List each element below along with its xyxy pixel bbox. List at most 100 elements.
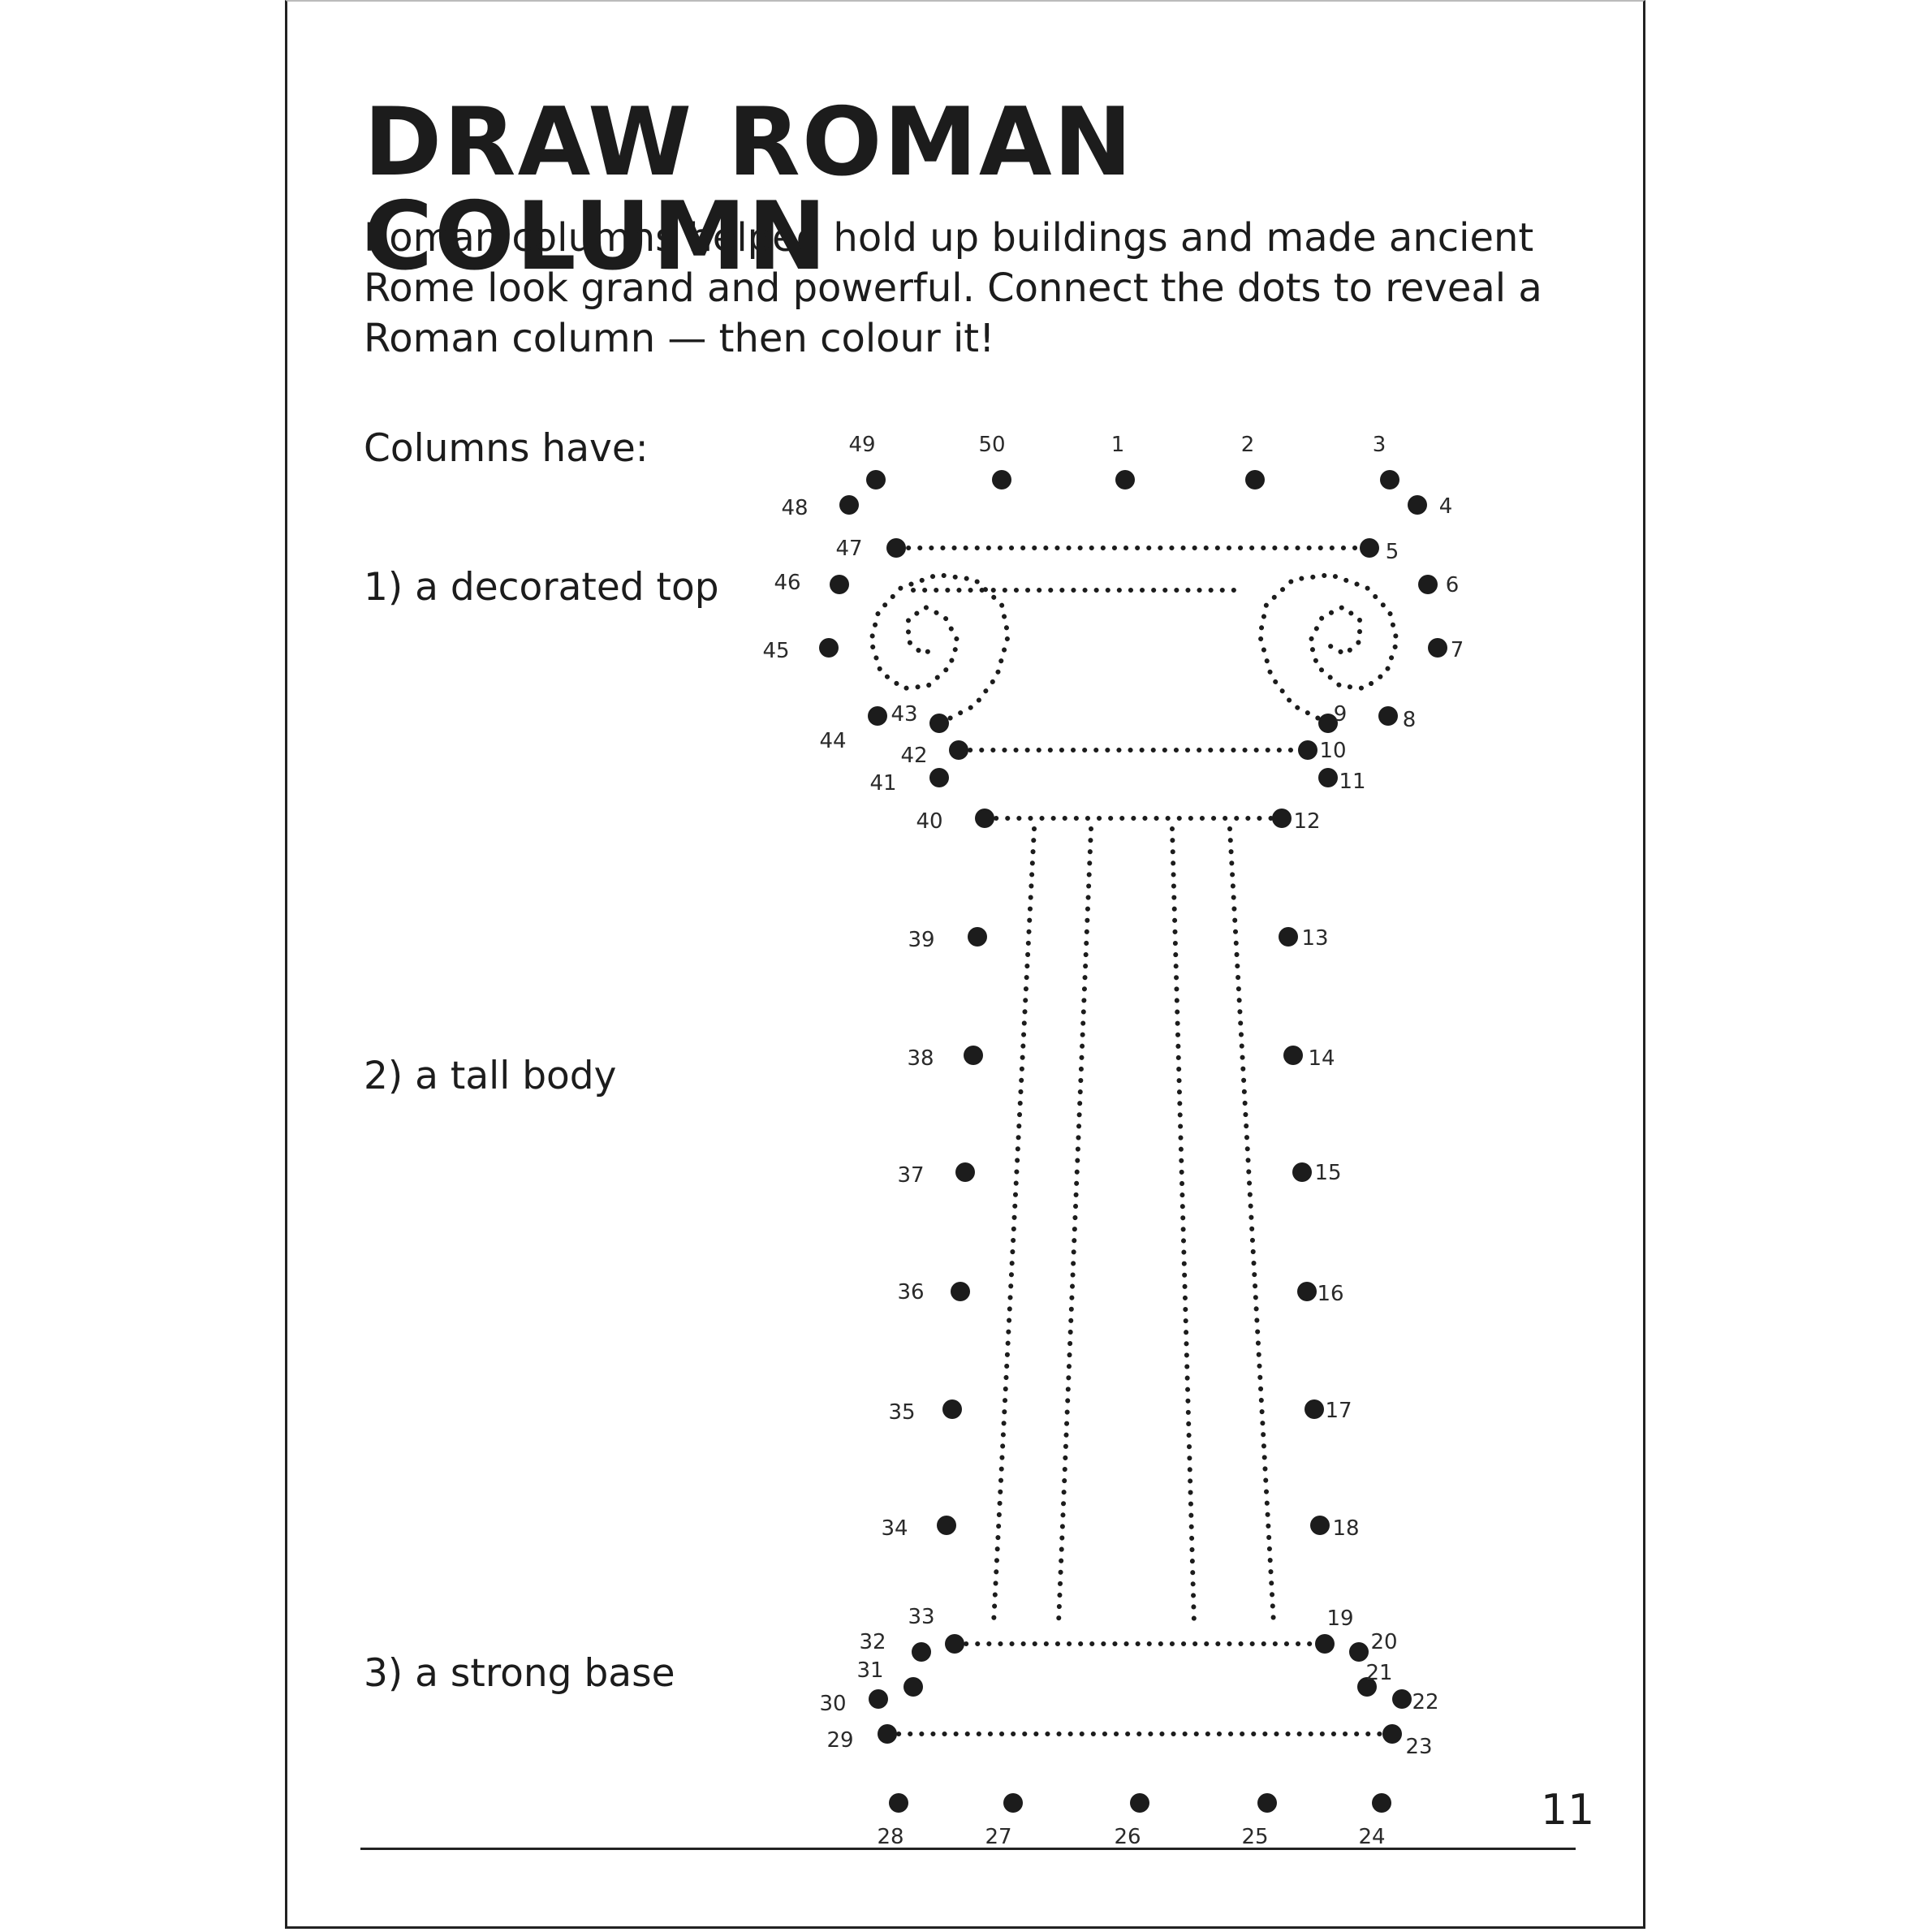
dot-42	[949, 740, 968, 760]
dot-number-21: 21	[1365, 1661, 1392, 1685]
dot-23	[1382, 1724, 1402, 1744]
dot-7	[1428, 638, 1447, 658]
dot-number-45: 45	[762, 639, 789, 663]
guide-line-6	[1056, 826, 1093, 1626]
page-title: DRAW ROMAN COLUMN	[364, 88, 1134, 291]
dot-22	[1392, 1689, 1412, 1709]
dot-9	[1318, 714, 1338, 733]
feature-decorated-top: 1) a decorated top	[364, 565, 719, 610]
dot-number-19: 19	[1326, 1606, 1353, 1631]
dot-2	[1245, 470, 1265, 489]
dot-50	[992, 470, 1011, 489]
dot-15	[1292, 1162, 1312, 1182]
dot-number-39: 39	[908, 928, 934, 952]
dot-number-40: 40	[916, 809, 942, 834]
dot-number-43: 43	[891, 702, 917, 727]
dot-number-17: 17	[1325, 1399, 1352, 1423]
dot-17	[1305, 1399, 1324, 1419]
dot-10	[1298, 740, 1317, 760]
dot-number-6: 6	[1446, 573, 1460, 597]
feature-tall-body: 2) a tall body	[364, 1054, 617, 1098]
dot-number-25: 25	[1241, 1825, 1268, 1849]
intro-paragraph: Roman columns helped hold up buildings a…	[364, 215, 1542, 361]
dot-number-14: 14	[1308, 1046, 1335, 1071]
dot-number-18: 18	[1332, 1516, 1359, 1541]
dot-number-11: 11	[1339, 770, 1365, 794]
dot-number-4: 4	[1439, 494, 1453, 519]
dot-number-10: 10	[1319, 739, 1346, 763]
dot-number-34: 34	[881, 1516, 908, 1541]
dot-number-8: 8	[1403, 708, 1417, 732]
dot-number-9: 9	[1334, 702, 1348, 727]
dot-48	[839, 495, 859, 515]
dot-number-16: 16	[1317, 1282, 1343, 1306]
dot-number-33: 33	[908, 1605, 934, 1629]
dot-40	[975, 809, 994, 828]
guide-line-5	[991, 826, 1037, 1626]
dot-number-5: 5	[1386, 540, 1399, 564]
dot-28	[889, 1793, 908, 1813]
dot-number-13: 13	[1301, 926, 1328, 951]
dot-number-26: 26	[1114, 1825, 1141, 1849]
dot-number-49: 49	[848, 433, 875, 457]
dot-number-29: 29	[826, 1728, 853, 1753]
dot-37	[955, 1162, 975, 1182]
dot-number-38: 38	[907, 1046, 934, 1071]
dot-44	[868, 706, 887, 726]
dot-number-20: 20	[1370, 1630, 1397, 1654]
dot-5	[1360, 538, 1379, 558]
dotted-guide-lines	[868, 546, 1400, 1736]
dot-47	[886, 538, 906, 558]
dot-21	[1357, 1677, 1377, 1697]
dot-number-24: 24	[1358, 1825, 1385, 1849]
dot-number-27: 27	[985, 1825, 1011, 1849]
dot-12	[1272, 809, 1292, 828]
worksheet-page	[285, 0, 1645, 1929]
dot-31	[903, 1677, 923, 1697]
dot-13	[1279, 927, 1298, 947]
dot-1	[1115, 470, 1135, 489]
dot-30	[869, 1689, 888, 1709]
dot-25	[1257, 1793, 1277, 1813]
dot-number-2: 2	[1241, 433, 1255, 457]
dot-46	[830, 575, 849, 594]
columns-have-label: Columns have:	[364, 426, 649, 471]
dot-number-1: 1	[1111, 433, 1125, 457]
dot-39	[968, 927, 987, 947]
dot-20	[1349, 1642, 1369, 1662]
dot-number-42: 42	[900, 744, 927, 768]
dot-35	[942, 1399, 962, 1419]
dot-33	[945, 1634, 964, 1654]
dot-number-47: 47	[835, 537, 862, 561]
dot-number-31: 31	[856, 1658, 883, 1683]
dot-19	[1315, 1634, 1335, 1654]
dot-number-36: 36	[897, 1280, 924, 1305]
dot-26	[1130, 1793, 1149, 1813]
dot-36	[951, 1282, 970, 1301]
dot-3	[1380, 470, 1399, 489]
dot-14	[1283, 1046, 1303, 1065]
footer-rule	[360, 1848, 1576, 1850]
dot-number-28: 28	[877, 1825, 903, 1849]
dot-number-30: 30	[819, 1692, 846, 1716]
dot-49	[866, 470, 886, 489]
guide-line-11	[868, 571, 1011, 726]
dot-11	[1318, 768, 1338, 787]
dot-number-46: 46	[774, 571, 800, 595]
dot-number-48: 48	[781, 496, 808, 520]
feature-strong-base: 3) a strong base	[364, 1651, 675, 1696]
dot-8	[1378, 706, 1398, 726]
dot-number-22: 22	[1412, 1690, 1438, 1714]
dot-18	[1310, 1516, 1330, 1535]
guide-line-7	[1170, 826, 1197, 1626]
dot-16	[1297, 1282, 1317, 1301]
guide-line-8	[1227, 826, 1276, 1626]
dot-number-15: 15	[1314, 1161, 1341, 1185]
dot-number-50: 50	[978, 433, 1005, 457]
dot-number-32: 32	[859, 1630, 886, 1654]
dot-number-23: 23	[1405, 1735, 1432, 1759]
dot-34	[937, 1516, 956, 1535]
dot-number-35: 35	[888, 1400, 915, 1425]
